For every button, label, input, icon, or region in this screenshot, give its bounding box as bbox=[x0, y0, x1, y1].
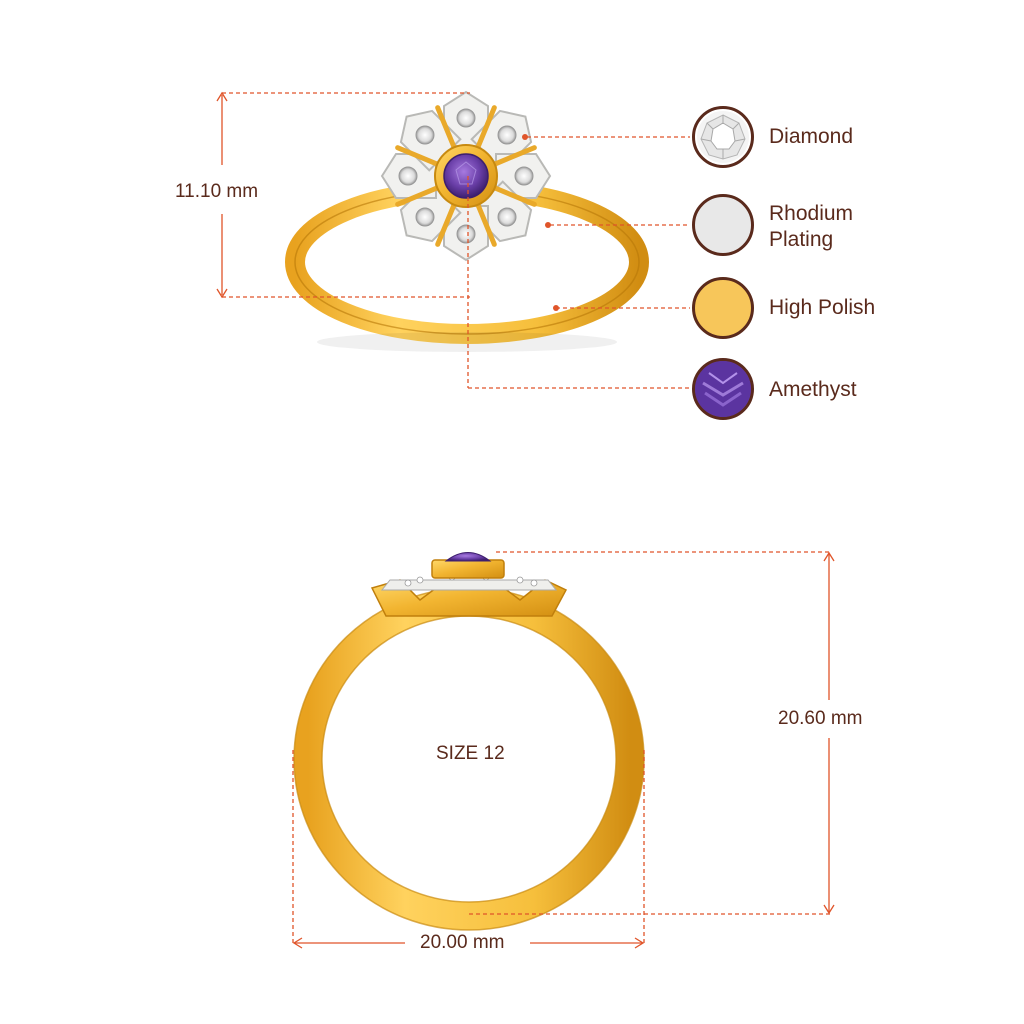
legend-label-diamond: Diamond bbox=[769, 125, 854, 148]
front-height-dimension: 20.60 mm bbox=[778, 708, 863, 729]
diamond-stones bbox=[398, 108, 534, 244]
legend-label-rhodium: Rhodium Plating bbox=[769, 202, 854, 251]
ring-size-label: SIZE 12 bbox=[436, 743, 505, 764]
top-view-ring bbox=[285, 90, 649, 352]
front-view-ring bbox=[293, 552, 645, 931]
diamond-gem-icon bbox=[692, 106, 754, 168]
rhodium-swatch bbox=[692, 194, 754, 256]
amethyst-stone bbox=[443, 153, 489, 199]
top-height-dimension: 11.10 mm bbox=[175, 181, 259, 202]
front-dimension-lines bbox=[292, 551, 835, 949]
amethyst-gem-icon bbox=[692, 358, 754, 420]
legend-label-amethyst: Amethyst bbox=[769, 378, 857, 401]
front-width-dimension: 20.00 mm bbox=[420, 932, 505, 953]
gold-swatch bbox=[692, 277, 754, 339]
top-dimension-lines bbox=[216, 91, 690, 389]
legend-label-high-polish: High Polish bbox=[769, 296, 876, 319]
